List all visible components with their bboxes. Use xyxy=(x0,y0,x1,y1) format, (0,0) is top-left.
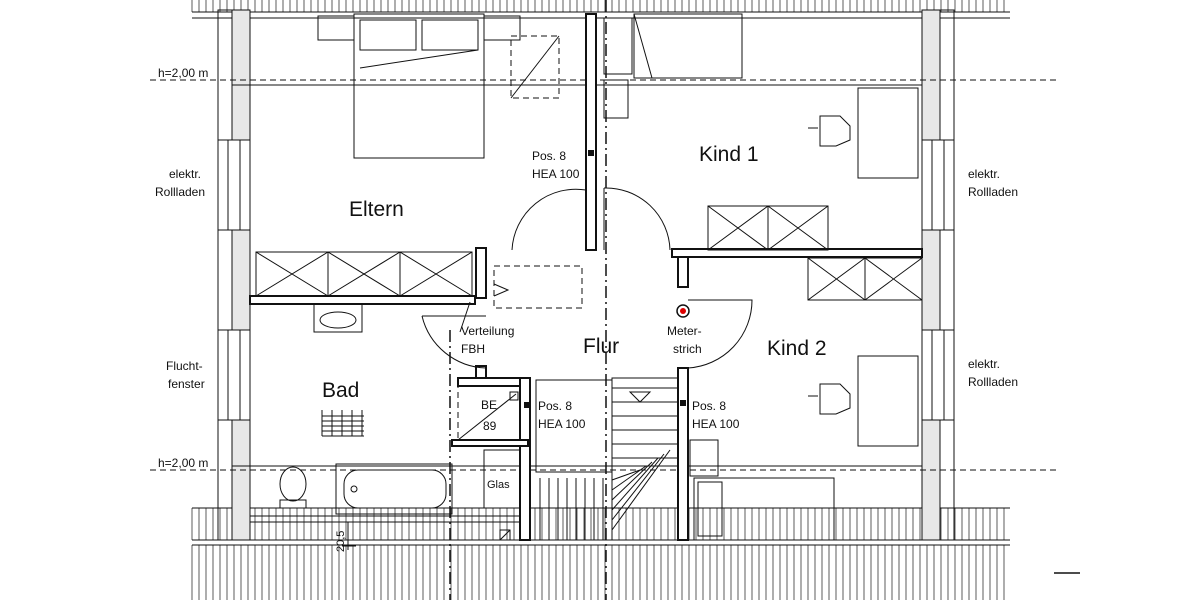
roof-hatch-bottom xyxy=(191,508,1005,600)
door-swings xyxy=(421,187,753,369)
right-top-label-1: elektr. xyxy=(968,167,1000,181)
room-label-kind1: Kind 1 xyxy=(699,143,759,166)
wardrobe-eltern xyxy=(255,251,473,297)
desk-kind1 xyxy=(808,87,919,179)
wardrobe-kind2 xyxy=(807,257,923,301)
verteilung-label-1: Verteilung xyxy=(461,324,514,338)
left-top-label-2: Rollladen xyxy=(155,185,205,199)
staircase xyxy=(535,377,679,541)
right-bottom-label-2: Rollladen xyxy=(968,375,1018,389)
left-top-label-1: elektr. xyxy=(169,167,201,181)
pos-mid-label-1: Pos. 8 xyxy=(538,399,572,413)
roof-hatch-top xyxy=(191,0,1005,12)
washbasin xyxy=(313,303,363,333)
be-box xyxy=(457,385,521,509)
right-top-label-2: Rollladen xyxy=(968,185,1018,199)
dimension-label: 20,5 xyxy=(335,531,347,552)
room-label-eltern: Eltern xyxy=(349,198,404,221)
toilet xyxy=(279,466,307,509)
be-number: 89 xyxy=(483,419,497,433)
left-outer-wall xyxy=(217,9,251,541)
room-label-flur: Flur xyxy=(583,335,619,358)
shower-tiles xyxy=(321,410,364,437)
wardrobe-kind1 xyxy=(707,205,829,251)
double-bed xyxy=(317,13,521,159)
left-bottom-label-2: fenster xyxy=(168,377,205,391)
meterstrich-label-2: strich xyxy=(673,342,702,356)
inner-walls xyxy=(249,13,923,541)
distribution-box xyxy=(459,265,583,333)
pos-top-label-1: Pos. 8 xyxy=(532,149,566,163)
bed-kind1 xyxy=(603,13,743,119)
room-label-kind2: Kind 2 xyxy=(767,337,827,360)
meterstrich-dot xyxy=(680,308,686,314)
pos-right-label-1: Pos. 8 xyxy=(692,399,726,413)
right-outer-wall xyxy=(921,9,955,541)
height-mark-top: h=2,00 m xyxy=(158,66,208,80)
pos-mid-label-2: HEA 100 xyxy=(538,417,586,431)
desk-kind2 xyxy=(808,355,919,447)
pos-top-label-2: HEA 100 xyxy=(532,167,580,181)
left-bottom-label-1: Flucht- xyxy=(166,359,203,373)
skylight xyxy=(510,35,560,99)
glas-label: Glas xyxy=(487,479,510,491)
pos-right-label-2: HEA 100 xyxy=(692,417,740,431)
right-bottom-label-1: elektr. xyxy=(968,357,1000,371)
be-label: BE xyxy=(481,398,497,412)
room-label-bad: Bad xyxy=(322,379,359,402)
bed-kind2 xyxy=(689,439,835,541)
verteilung-label-2: FBH xyxy=(461,342,485,356)
bathtub xyxy=(335,463,453,515)
height-mark-bottom: h=2,00 m xyxy=(158,456,208,470)
meterstrich-label-1: Meter- xyxy=(667,324,702,338)
